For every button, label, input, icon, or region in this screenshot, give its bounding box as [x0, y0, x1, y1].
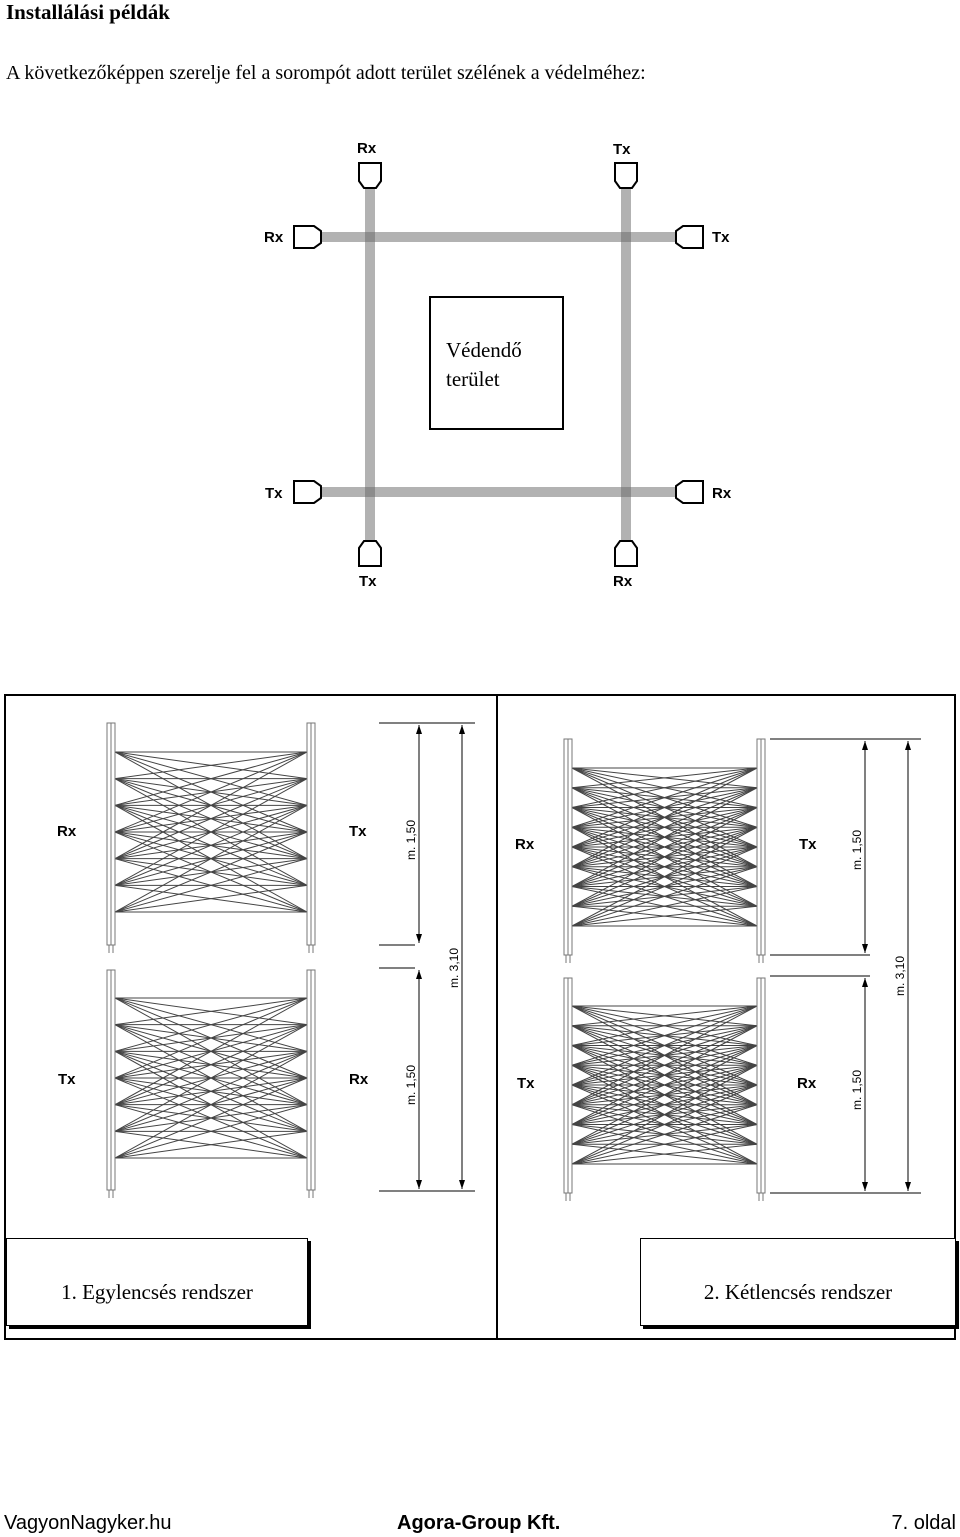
beam-line	[571, 1045, 758, 1145]
beam-line	[571, 1124, 758, 1165]
beam-line	[571, 826, 758, 927]
device-label: Rx	[613, 573, 633, 590]
beam-line	[114, 1130, 308, 1159]
beam-line	[114, 997, 308, 1079]
beam-line	[114, 1024, 308, 1132]
beam-line	[571, 1084, 758, 1165]
beam-line	[571, 767, 758, 808]
beam-line	[571, 787, 758, 887]
device-label: Tx	[712, 229, 730, 246]
sensor-head-icon	[614, 162, 638, 189]
beam-line	[114, 1104, 308, 1159]
beam-line	[114, 831, 308, 913]
beam-line	[571, 1025, 758, 1106]
beam-line	[571, 866, 758, 927]
device-label: Tx	[799, 836, 817, 853]
beam-line	[571, 807, 758, 907]
beam-line	[571, 1005, 758, 1106]
page-title: Installálási példák	[6, 0, 170, 24]
beam-line	[571, 767, 758, 789]
beam-line	[114, 804, 308, 886]
protected-area-line: Védendő	[446, 338, 522, 362]
beam-line	[114, 751, 308, 833]
beam-line	[571, 1045, 758, 1125]
beam-line	[571, 787, 758, 868]
sensor-head-icon	[675, 225, 704, 249]
sensor-head-icon	[358, 162, 382, 189]
sensor-head-icon	[358, 540, 382, 567]
beam-line	[114, 804, 308, 913]
beam-line	[571, 1064, 758, 1165]
device-label: Rx	[515, 836, 535, 853]
device-label: Tx	[265, 485, 283, 502]
dimension-label: m. 3,10	[893, 956, 907, 996]
beam-line	[114, 751, 308, 780]
beam-line	[571, 807, 758, 887]
footer-company: Agora-Group Kft.	[397, 1512, 561, 1534]
device-label: Rx	[57, 823, 77, 840]
beam-line	[571, 1005, 758, 1027]
caption-text: 2. Kétlencsés rendszer	[703, 1280, 893, 1304]
beam-line	[114, 751, 308, 806]
beam-line	[114, 778, 308, 886]
beam-line	[571, 1064, 758, 1145]
systems-diagram: Rx Tx Tx Rx Rx Tx Tx Rx m. 1,50 m. 3,10 …	[4, 694, 956, 1340]
beam-line	[114, 751, 308, 860]
beam-line	[114, 884, 308, 913]
protected-area-line: terület	[446, 367, 500, 391]
beam-line	[571, 846, 758, 927]
device-label: Tx	[58, 1071, 76, 1088]
beam-line	[571, 1005, 758, 1046]
footer-website: VagyonNagyker.hu	[4, 1512, 172, 1534]
device-label: Tx	[517, 1075, 535, 1092]
beam-line	[571, 1104, 758, 1165]
dimension-label: m. 1,50	[404, 1065, 418, 1105]
system-caption-double-lens: 2. Kétlencsés rendszer	[640, 1238, 956, 1326]
sensor-head-icon	[293, 225, 322, 249]
beam-line	[114, 1050, 308, 1132]
dimension-label: m. 3,10	[447, 948, 461, 988]
beam-line	[571, 767, 758, 868]
device-label: Rx	[797, 1075, 817, 1092]
beam-line	[571, 905, 758, 927]
protected-area-label: Védendő terület	[446, 336, 522, 394]
device-label: Tx	[359, 573, 377, 590]
beam-line	[571, 1005, 758, 1066]
beam-line	[571, 826, 758, 907]
device-label: Rx	[712, 485, 732, 502]
beam-line	[114, 778, 308, 860]
system-caption-single-lens: 1. Egylencsés rendszer	[6, 1238, 308, 1326]
perimeter-diagram: Rx Tx Rx Tx Tx Rx Tx Rx	[264, 140, 732, 590]
caption-text: 1. Egylencsés rendszer	[61, 1280, 253, 1304]
dimension-label: m. 1,50	[850, 830, 864, 870]
device-label: Rx	[357, 140, 377, 157]
footer-page-number: 7. oldal	[891, 1512, 957, 1534]
intro-text: A következőképpen szerelje fel a sorompó…	[6, 62, 646, 84]
protected-area-box	[429, 296, 564, 430]
device-label: Rx	[264, 229, 284, 246]
beam-line	[114, 997, 308, 1106]
beam-line	[571, 886, 758, 927]
beam-line	[114, 997, 308, 1026]
beam-line	[571, 1025, 758, 1125]
dimension-label: m. 1,50	[404, 820, 418, 860]
beam-line	[114, 1077, 308, 1159]
beam-line	[114, 858, 308, 913]
device-label: Tx	[613, 141, 631, 158]
beam-line	[571, 767, 758, 848]
dimension-label: m. 1,50	[850, 1070, 864, 1110]
beam-line	[114, 1050, 308, 1159]
device-label: Tx	[349, 823, 367, 840]
sensor-head-icon	[293, 480, 322, 504]
sensor-head-icon	[614, 540, 638, 567]
beam-line	[571, 1005, 758, 1086]
sensor-head-icon	[675, 480, 704, 504]
beam-line	[571, 1143, 758, 1165]
device-label: Rx	[349, 1071, 369, 1088]
beam-line	[114, 1024, 308, 1106]
beam-line	[114, 997, 308, 1052]
beam-line	[571, 767, 758, 828]
